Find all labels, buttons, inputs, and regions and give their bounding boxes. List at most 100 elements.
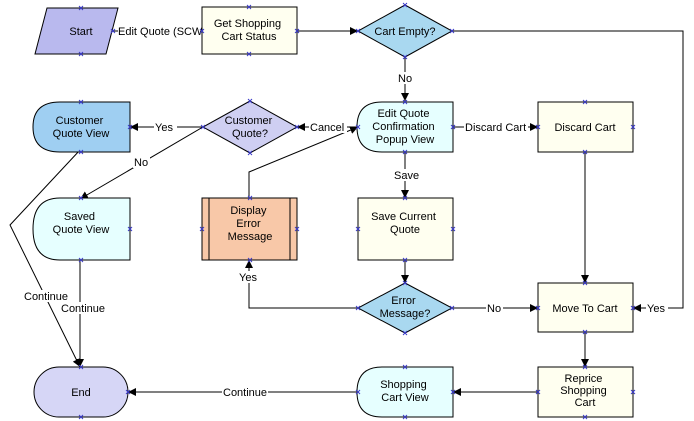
connection-point-marker bbox=[78, 5, 84, 11]
get-cart-status-node[interactable]: Get Shopping Cart Status bbox=[201, 6, 298, 55]
edit-quote-popup-shape[interactable] bbox=[356, 101, 454, 153]
connection-point-marker bbox=[402, 2, 408, 8]
customer-quote-shape[interactable] bbox=[201, 100, 299, 154]
connection-point-marker bbox=[450, 226, 456, 232]
edge-customer-view-to-end bbox=[9, 149, 81, 368]
connection-point-marker bbox=[78, 414, 84, 420]
display-error-node[interactable]: Display Error Message bbox=[201, 197, 298, 261]
edge-label-error-yes: Yes bbox=[239, 272, 257, 284]
connection-point-marker bbox=[402, 257, 408, 263]
connection-point-marker bbox=[355, 124, 361, 130]
connection-point-marker bbox=[78, 364, 84, 370]
connection-point-marker bbox=[402, 54, 408, 60]
connection-point-marker bbox=[200, 124, 206, 130]
start-label: Start bbox=[69, 26, 92, 38]
connection-point-marker bbox=[247, 150, 253, 156]
connection-point-marker bbox=[247, 257, 253, 263]
svg-text:Get Shopping Cart Stat: Get Shopping Cart Status bbox=[214, 18, 284, 43]
connection-point-marker bbox=[582, 280, 588, 286]
reprice-cart-label-line-2: Shopping bbox=[560, 385, 607, 397]
saved-quote-view-node[interactable]: Saved Quote View bbox=[32, 197, 131, 261]
svg-text:End: End bbox=[71, 387, 91, 399]
saved-quote-view-shape[interactable] bbox=[32, 197, 131, 261]
connection-point-marker bbox=[78, 51, 84, 57]
svg-text:Discard Cart: Discard Cart bbox=[554, 122, 615, 134]
connection-point-marker bbox=[402, 414, 408, 420]
connection-point-marker bbox=[246, 51, 252, 57]
connection-point-marker bbox=[127, 226, 133, 232]
svg-text:Customer Quote?: Customer Quote? bbox=[225, 115, 276, 140]
customer-quote-view-shape[interactable] bbox=[32, 101, 131, 153]
connection-point-marker bbox=[355, 389, 361, 395]
shopping-cart-view-label-line-2: Cart View bbox=[381, 392, 429, 404]
discard-cart-node[interactable]: Discard Cart bbox=[537, 101, 634, 153]
connection-point-marker bbox=[582, 149, 588, 155]
saved-quote-view-label-line-1: Saved bbox=[64, 211, 95, 223]
cart-empty-node[interactable]: Cart Empty? bbox=[356, 4, 454, 58]
edit-quote-popup-label-line-3: Popup View bbox=[376, 134, 435, 146]
edge-label-customer-no: No bbox=[134, 157, 148, 169]
start-node[interactable]: Start bbox=[34, 7, 119, 55]
edit-quote-popup-label-line-1: Edit Quote bbox=[377, 108, 429, 120]
error-message-node[interactable]: Error Message? bbox=[356, 282, 454, 334]
connection-point-marker bbox=[402, 99, 408, 105]
shopping-cart-view-node[interactable]: Shopping Cart View bbox=[356, 366, 454, 418]
edge-label-edit-quote-scw: Edit Quote (SCW) bbox=[118, 26, 206, 38]
save-current-quote-label-line-1: Save Current bbox=[371, 211, 436, 223]
customer-quote-view-node[interactable]: Customer Quote View bbox=[32, 101, 131, 153]
cart-empty-label: Cart Empty? bbox=[374, 26, 435, 38]
get-cart-status-label-line-2: Cart Status bbox=[221, 31, 277, 43]
reprice-cart-label-line-1: Reprice bbox=[565, 373, 603, 385]
connection-point-marker bbox=[78, 99, 84, 105]
connection-point-marker bbox=[247, 195, 253, 201]
move-to-cart-shape[interactable] bbox=[537, 282, 634, 333]
edge-label-discard-cart: Discard Cart bbox=[465, 122, 526, 134]
edge-display-error-to-popup bbox=[248, 126, 359, 198]
svg-text:Display Error: Display Error Message bbox=[228, 205, 273, 243]
get-cart-status-label-line-1: Get Shopping bbox=[214, 18, 281, 30]
svg-text:Error Message?: Error Message? bbox=[380, 295, 431, 320]
connection-point-marker bbox=[535, 305, 541, 311]
connection-point-marker bbox=[78, 195, 84, 201]
save-current-quote-label-line-2: Quote bbox=[390, 224, 420, 236]
connection-point-marker bbox=[355, 226, 361, 232]
connection-point-marker bbox=[582, 414, 588, 420]
connection-point-marker bbox=[630, 389, 636, 395]
connection-point-marker bbox=[535, 389, 541, 395]
start-shape[interactable] bbox=[34, 7, 119, 55]
edge-label-error-no: No bbox=[487, 303, 501, 315]
edge-label-continue-saved: Continue bbox=[61, 303, 105, 315]
customer-quote-label-line-2: Quote? bbox=[232, 128, 268, 140]
connection-point-marker bbox=[78, 257, 84, 263]
connection-point-marker bbox=[294, 124, 300, 130]
connection-point-marker bbox=[402, 195, 408, 201]
connection-point-marker bbox=[402, 280, 408, 286]
shopping-cart-view-shape[interactable] bbox=[356, 366, 454, 418]
discard-cart-shape[interactable] bbox=[537, 101, 634, 153]
move-to-cart-node[interactable]: Move To Cart bbox=[537, 282, 634, 333]
customer-quote-node[interactable]: Customer Quote? bbox=[201, 100, 299, 154]
connection-point-marker bbox=[582, 364, 588, 370]
edge-cart-empty-yes bbox=[452, 30, 684, 312]
connection-point-marker bbox=[199, 226, 205, 232]
edge-label-cart-empty-yes: Yes bbox=[647, 303, 665, 315]
customer-quote-view-label-line-2: Quote View bbox=[53, 128, 110, 140]
connection-point-marker bbox=[402, 149, 408, 155]
connection-point-marker bbox=[246, 4, 252, 10]
connection-point-marker bbox=[294, 226, 300, 232]
discard-cart-label: Discard Cart bbox=[554, 122, 615, 134]
shopping-cart-view-label-line-1: Shopping bbox=[380, 379, 427, 391]
end-node[interactable]: End bbox=[33, 366, 129, 418]
error-message-label-line-1: Error bbox=[391, 295, 416, 307]
svg-text:Saved Quote View: Saved Quote View bbox=[53, 211, 110, 236]
svg-text:Cart Empty?: Cart Empty? bbox=[374, 26, 435, 38]
connection-point-marker bbox=[247, 98, 253, 104]
connection-point-marker bbox=[125, 389, 131, 395]
reprice-cart-node[interactable]: Reprice Shopping Cart bbox=[537, 366, 634, 418]
svg-text:Customer Quote View: Customer Quote View bbox=[53, 115, 110, 140]
save-current-quote-node[interactable]: Save Current Quote bbox=[357, 197, 454, 261]
connection-point-marker bbox=[355, 305, 361, 311]
edit-quote-popup-node[interactable]: Edit Quote Confirmation Popup View bbox=[356, 101, 454, 153]
connection-point-marker bbox=[355, 28, 361, 34]
